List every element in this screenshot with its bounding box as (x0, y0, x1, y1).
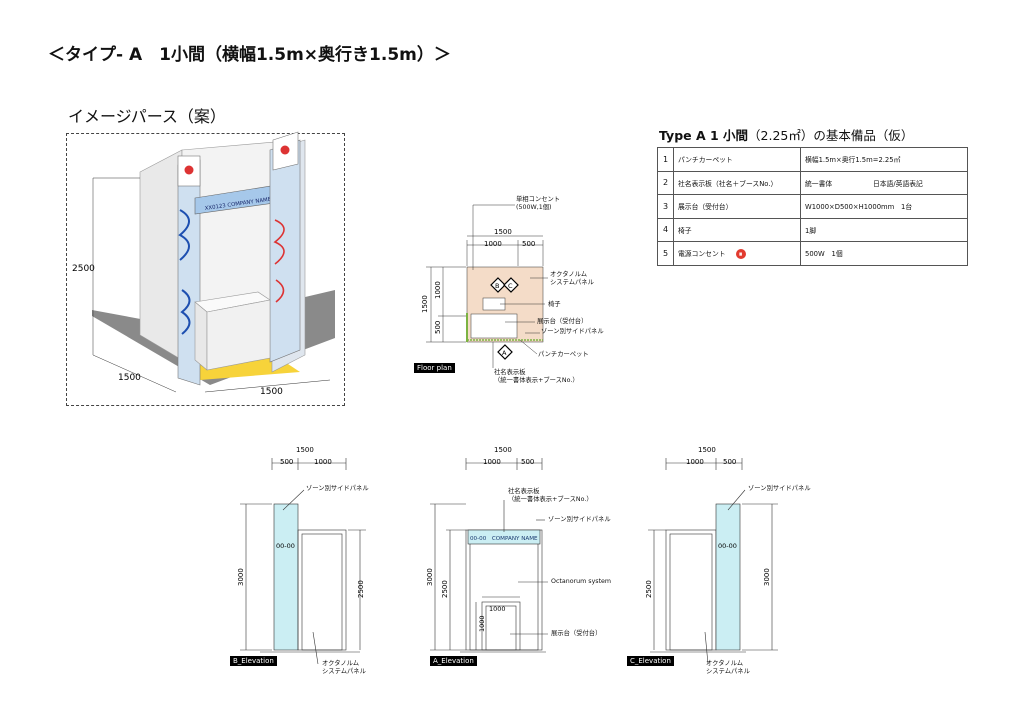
a-elevation-tag: A_Elevation (430, 656, 477, 666)
spec-item-label: 電源コンセント (678, 249, 726, 258)
c-dim-b: 500 (723, 458, 736, 466)
a-label-zone: ゾーン別サイドパネル (548, 516, 611, 523)
c-booth-no: 00-00 (718, 542, 737, 550)
b-dim-a: 500 (280, 458, 293, 466)
spec-item: 電源コンセント ⏸ (673, 241, 801, 266)
plan-label-sign: 社名表示板 （統一書体表示+ブースNo.） (494, 369, 579, 384)
spec-value: 横幅1.5m×奥行1.5m=2.25㎡ (800, 147, 968, 172)
b-dim-b: 1000 (314, 458, 332, 466)
spec-value: 500W 1個 (800, 241, 968, 266)
perspective-title: イメージパース（案） (68, 107, 226, 126)
a-elevation (430, 458, 548, 653)
spec-value: 統一書体 日本語/英語表記 (800, 170, 968, 195)
spec-no: 3 (657, 194, 674, 219)
spec-value: 1脚 (800, 217, 968, 242)
plan-marker-b (490, 277, 506, 293)
plan-marker-a (497, 344, 513, 360)
a-label-sign: 社名表示板 （統一書体表示+ブースNo.） (508, 488, 593, 503)
plan-dim-b: 500 (522, 240, 535, 248)
plan-dim-v-a: 1000 (434, 281, 442, 299)
outlet-icon: ⏸ (735, 248, 746, 259)
plan-label-carpet: パンチカーペット (538, 351, 589, 358)
spec-no: 1 (657, 147, 674, 172)
plan-label-outlet: 単相コンセント (500W,1個) (516, 196, 561, 211)
page-title: ＜タイプ- A 1小間（横幅1.5m×奥行き1.5m）＞ (48, 45, 451, 65)
plan-dim-v-b: 500 (434, 321, 442, 334)
spec-no: 2 (657, 170, 674, 195)
c-dim-height: 3000 (763, 568, 771, 586)
perspective-dim-width-left: 1500 (118, 373, 141, 383)
spec-row: 5 電源コンセント ⏸ 500W 1個 (657, 241, 968, 266)
spec-value: W1000×D500×H1000mm 1台 (800, 194, 968, 219)
perspective-logo-right (280, 145, 290, 155)
spec-title-type: Type A 1 小間 (659, 128, 749, 143)
plan-dim-total: 1500 (494, 228, 512, 236)
c-label-panel: オクタノルム システムパネル (706, 660, 750, 675)
a-label-counter: 展示台（受付台） (551, 630, 602, 637)
perspective-dim-height: 2500 (72, 264, 95, 274)
c-elevation (648, 458, 778, 665)
spec-title: Type A 1 小間（2.25㎡）の基本備品（仮） (659, 125, 913, 144)
perspective-logo-left (184, 165, 194, 175)
perspective-frame (66, 133, 345, 406)
plan-label-counter: 展示台（受付台） (537, 318, 588, 325)
spec-no: 4 (657, 217, 674, 242)
c-dim-total: 1500 (698, 446, 716, 454)
b-dim-total: 1500 (296, 446, 314, 454)
spec-item: 社名表示板（社名＋ブースNo.） (673, 170, 801, 195)
a-dim-inner: 2500 (441, 580, 449, 598)
plan-label-zone: ゾーン別サイドパネル (541, 328, 604, 335)
c-elevation-tag: C_Elevation (627, 656, 674, 666)
b-dim-inner: 2500 (357, 580, 365, 598)
spec-item: 展示台（受付台） (673, 194, 801, 219)
b-booth-no: 00-00 (276, 542, 295, 550)
plan-label-panel: オクタノルム システムパネル (550, 271, 594, 286)
spec-no: 5 (657, 241, 674, 266)
a-dim-counter-h: 1000 (478, 615, 486, 632)
plan-marker-b-label: B (495, 282, 499, 290)
c-dim-a: 1000 (686, 458, 704, 466)
floor-plan (426, 204, 548, 368)
c-dim-inner: 2500 (645, 580, 653, 598)
plan-marker-c-label: C (508, 282, 513, 290)
plan-marker-c (503, 277, 519, 293)
spec-title-rest: （2.25㎡）の基本備品（仮） (748, 128, 914, 143)
perspective-illustration: XX0123 COMPANY NAME CO., LTD. (92, 131, 335, 393)
a-dim-b: 500 (521, 458, 534, 466)
plan-marker-a-label: A (502, 349, 507, 357)
c-label-zone: ゾーン別サイドパネル (748, 485, 811, 492)
spec-item: パンチカーペット (673, 147, 801, 172)
plan-dim-v-total: 1500 (421, 295, 429, 313)
a-dim-a: 1000 (483, 458, 501, 466)
plan-dim-a: 1000 (484, 240, 502, 248)
b-label-zone: ゾーン別サイドパネル (306, 485, 369, 492)
b-dim-height: 3000 (237, 568, 245, 586)
b-elevation-tag: B_Elevation (230, 656, 277, 666)
a-dim-height: 3000 (426, 568, 434, 586)
a-label-system: Octanorum system (551, 578, 612, 585)
a-dim-counter-w: 1000 (489, 605, 506, 613)
b-label-panel: オクタノルム システムパネル (322, 660, 366, 675)
floor-plan-tag: Floor plan (414, 363, 455, 373)
plan-label-chair: 椅子 (548, 301, 561, 308)
a-fascia-text: 00-00 COMPANY NAME (470, 536, 538, 542)
a-dim-total: 1500 (494, 446, 512, 454)
perspective-dim-width-right: 1500 (260, 387, 283, 397)
spec-item: 椅子 (673, 217, 801, 242)
b-elevation (240, 458, 366, 665)
